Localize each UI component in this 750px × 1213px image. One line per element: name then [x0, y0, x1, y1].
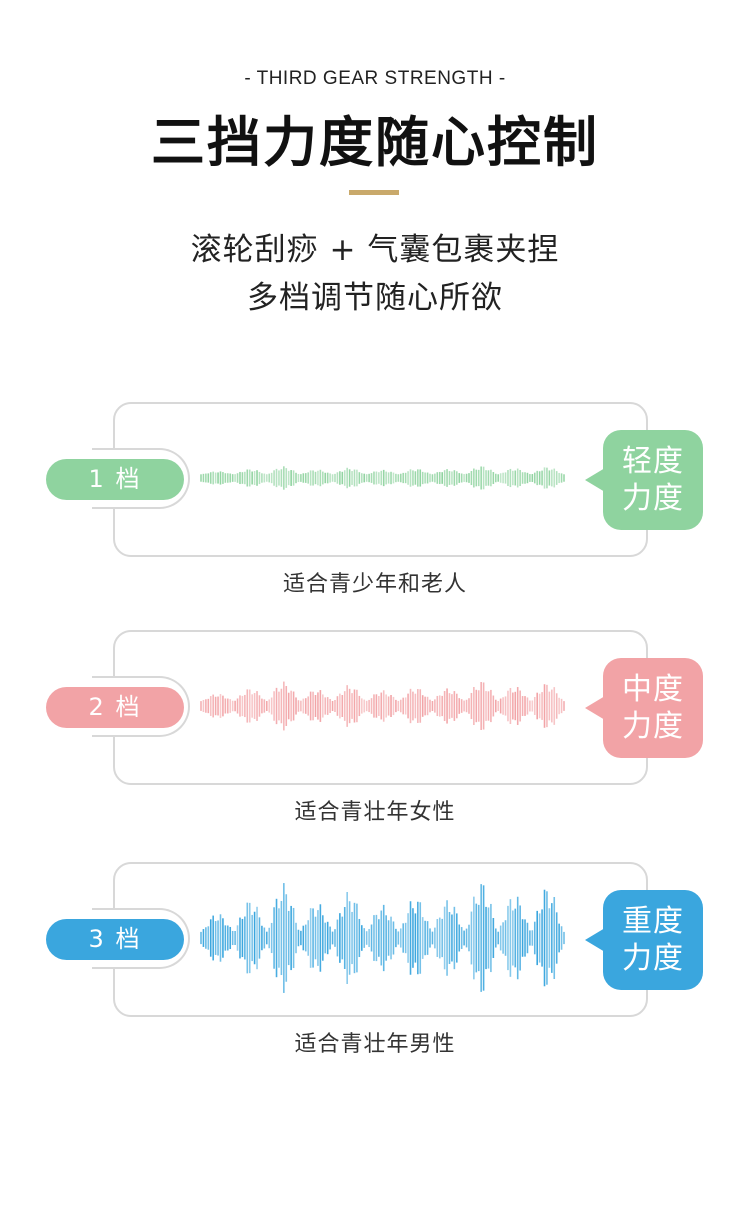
title-divider — [349, 190, 399, 195]
strength-tag: 重度 力度 — [603, 890, 703, 990]
strength-tag: 中度 力度 — [603, 658, 703, 758]
gear-caption: 适合青壮年男性 — [0, 1026, 750, 1058]
gear-level-pill: 3 档 — [46, 919, 184, 960]
description-line-2: 多档调节随心所欲 — [0, 272, 750, 317]
strength-tag-line2: 力度 — [622, 940, 684, 977]
wave-graphic — [195, 630, 575, 785]
description-line-1: 滚轮刮痧 + 气囊包裹夹捏 — [0, 224, 750, 269]
strength-tag-line2: 力度 — [622, 480, 684, 517]
strength-tag-line1: 轻度 — [622, 443, 684, 480]
gear-card-1: 1 档 轻度 力度 适合青少年和老人 — [0, 402, 750, 562]
strength-tag-line1: 中度 — [622, 671, 684, 708]
gear-level-pill: 2 档 — [46, 687, 184, 728]
page-title: 三挡力度随心控制 — [0, 98, 750, 177]
gear-caption: 适合青壮年女性 — [0, 794, 750, 826]
strength-tag: 轻度 力度 — [603, 430, 703, 530]
wave-graphic — [195, 862, 575, 1017]
strength-tag-line2: 力度 — [622, 708, 684, 745]
subtitle-english: - THIRD GEAR STRENGTH - — [0, 68, 750, 90]
strength-tag-line1: 重度 — [622, 903, 684, 940]
gear-card-3: 3 档 重度 力度 适合青壮年男性 — [0, 862, 750, 1022]
gear-caption: 适合青少年和老人 — [0, 566, 750, 598]
gear-card-2: 2 档 中度 力度 适合青壮年女性 — [0, 630, 750, 790]
gear-level-pill: 1 档 — [46, 459, 184, 500]
wave-graphic — [195, 402, 575, 557]
